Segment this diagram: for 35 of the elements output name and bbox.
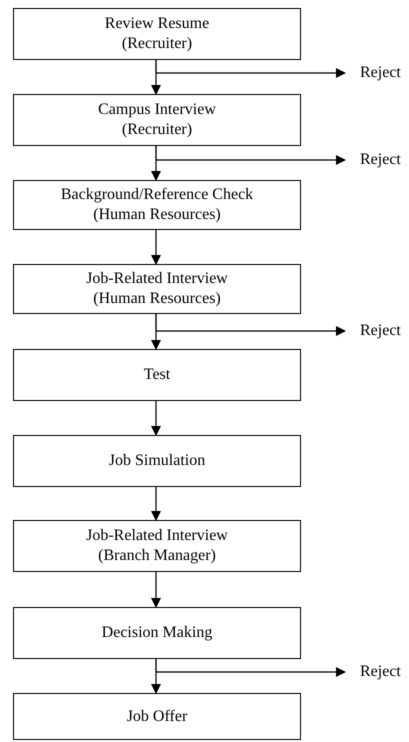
box-text: Job Offer xyxy=(126,706,188,726)
process-box xyxy=(13,180,301,230)
process-box xyxy=(13,607,301,659)
box-text: (Human Resources) xyxy=(93,205,221,225)
process-box xyxy=(13,693,301,740)
arrow xyxy=(155,60,346,78)
outcome-label: Reject xyxy=(360,662,401,682)
box-text: Background/Reference Check xyxy=(60,185,254,205)
box-text: Job-Related Interview xyxy=(86,269,228,289)
box-text: Decision Making xyxy=(102,623,212,643)
arrow xyxy=(151,572,161,608)
box-text: (Recruiter) xyxy=(122,34,192,54)
arrow xyxy=(151,487,161,521)
box-text: (Human Resources) xyxy=(93,289,221,309)
outcome-label: Reject xyxy=(360,321,401,341)
box-text: (Branch Manager) xyxy=(98,546,216,566)
arrow xyxy=(151,230,161,265)
process-box xyxy=(13,94,301,146)
outcome-label: Reject xyxy=(360,150,401,170)
process-box xyxy=(13,520,301,572)
process-box xyxy=(13,264,301,314)
process-box xyxy=(13,349,301,401)
arrow xyxy=(155,659,346,677)
box-text: Campus Interview xyxy=(98,100,216,120)
process-box xyxy=(13,8,301,60)
process-box xyxy=(13,435,301,487)
box-text: Job Simulation xyxy=(108,451,206,471)
arrow xyxy=(155,314,346,336)
outcome-label: Reject xyxy=(360,63,401,83)
box-text: Test xyxy=(144,365,170,385)
arrow xyxy=(151,401,161,436)
box-text: Job-Related Interview xyxy=(86,526,228,546)
arrow xyxy=(155,146,346,165)
box-text: Review Resume xyxy=(104,14,210,34)
box-text: (Recruiter) xyxy=(122,120,192,140)
